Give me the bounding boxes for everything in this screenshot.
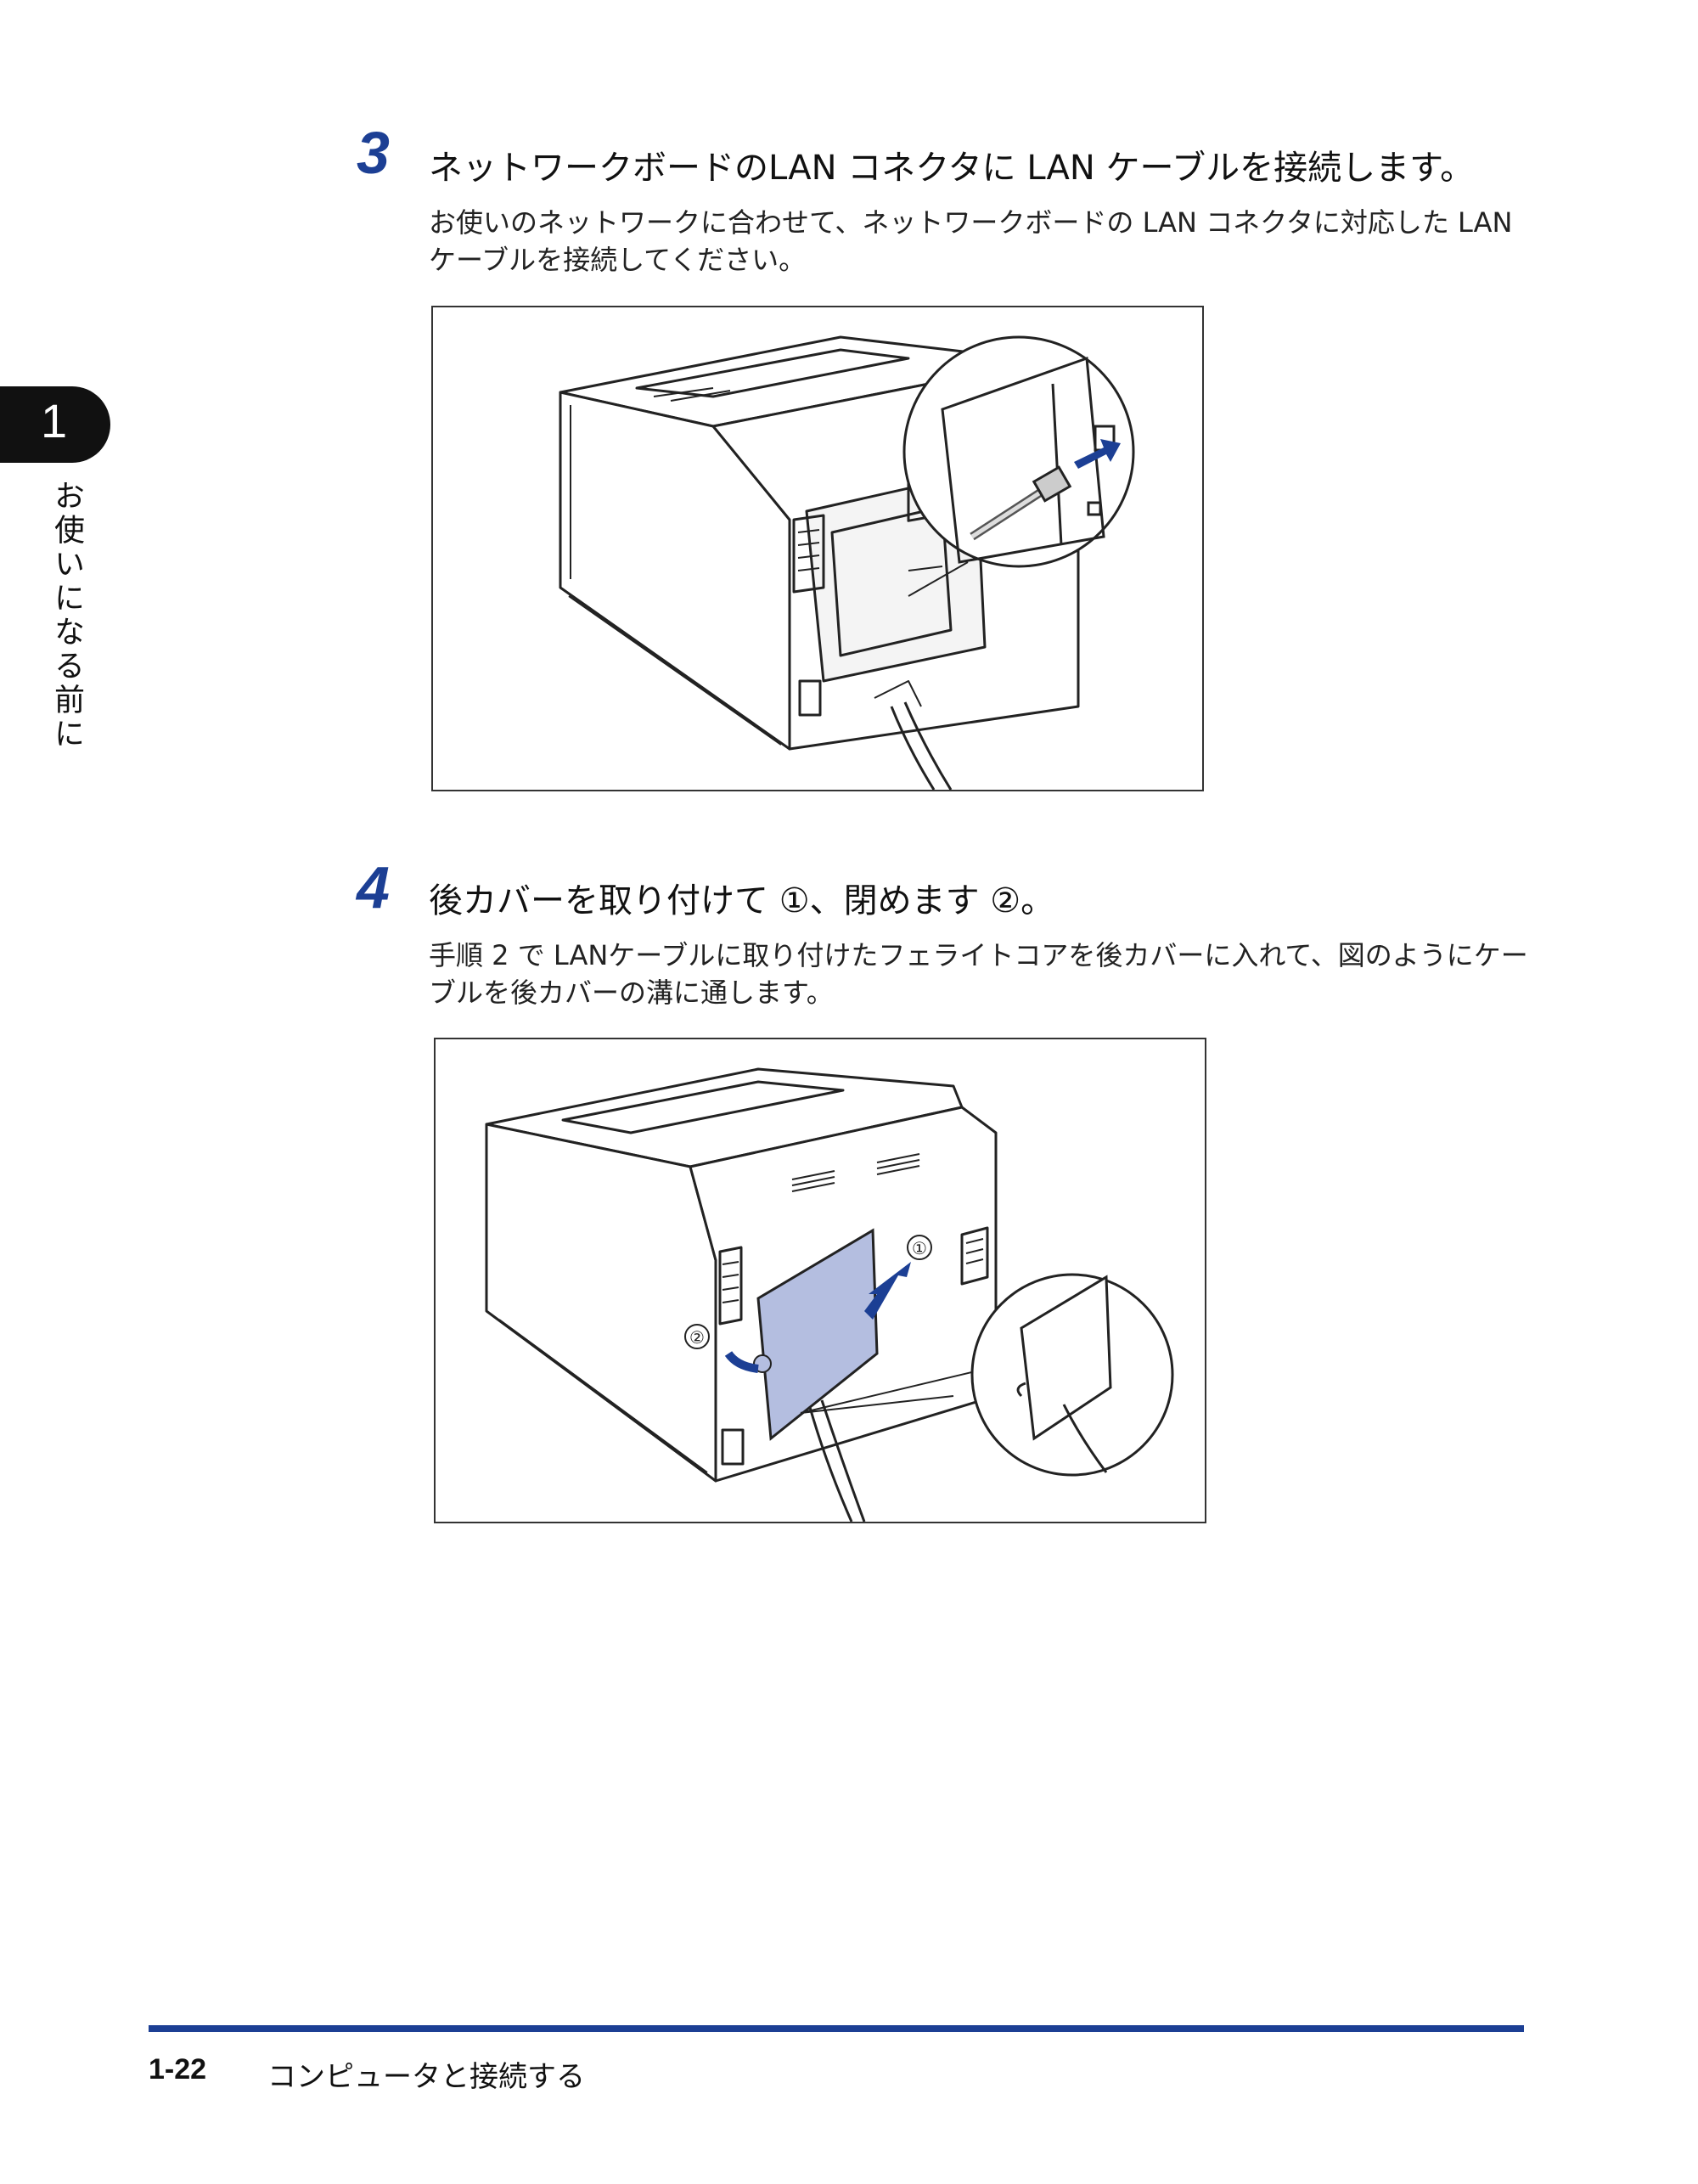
step-3-number: 3 [357,120,390,186]
step-4-number: 4 [357,854,390,920]
step-4-desc-line-2: ブルを後カバーの溝に通します。 [429,977,834,1009]
printer-rear-lan-illustration [559,335,1135,790]
step-4-title: 後カバーを取り付けて ①、閉めます ②。 [429,881,1055,920]
figure-rear-cover-attach: ① ② [434,1038,1206,1523]
step-3-title: ネットワークボードのLAN コネクタに LAN ケーブルを接続します。 [429,149,1475,188]
chapter-tab: 1 [0,386,110,463]
callout-2-label: ② [689,1327,705,1348]
chapter-label: お使いになる前に [49,480,84,751]
callout-1-label: ① [912,1238,927,1258]
page-number: 1-22 [149,2053,207,2085]
step-4-description: 手順 2 で LANケーブルに取り付けたフェライトコアを後カバーに入れて、図のよ… [429,937,1532,1011]
footer-section-title: コンピュータと接続する [267,2060,585,2094]
step-3-desc-line-1: お使いのネットワークに合わせて、ネットワークボードの LAN コネクタに対応した… [429,206,1513,239]
chapter-number: 1 [41,394,68,447]
step-4-desc-line-1: 手順 2 で LANケーブルに取り付けたフェライトコアを後カバーに入れて、図のよ… [429,939,1528,971]
step-3-description: お使いのネットワークに合わせて、ネットワークボードの LAN コネクタに対応した… [429,204,1532,279]
figure-lan-cable-connection [431,306,1204,791]
footer-rule [149,2025,1524,2032]
step-3-desc-line-2: ケーブルを接続してください。 [429,244,807,276]
printer-rear-cover-illustration: ① ② [485,1067,1174,1522]
